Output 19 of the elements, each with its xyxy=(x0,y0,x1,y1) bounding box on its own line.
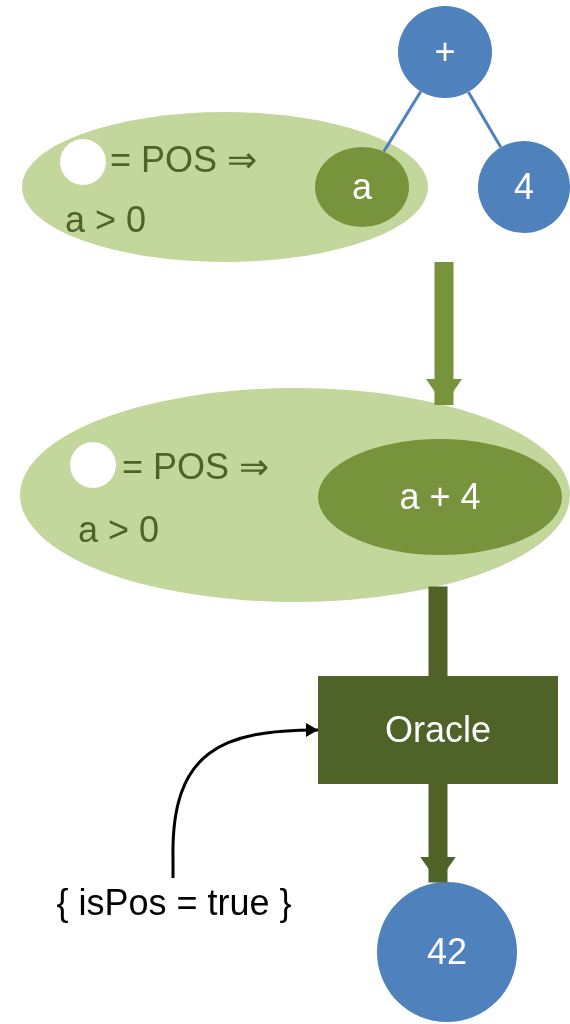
node-text: = POS ⇒ xyxy=(110,138,258,182)
oracle-box xyxy=(318,676,558,784)
arrow xyxy=(420,784,456,883)
node-text: a > 0 xyxy=(65,198,147,242)
node-text: 42 xyxy=(426,930,467,974)
node-text: a xyxy=(352,165,372,209)
node-text: a > 0 xyxy=(78,508,160,552)
connector-line xyxy=(467,91,503,149)
connector-line xyxy=(382,90,423,153)
node-text: { isPos = true } xyxy=(56,881,292,925)
node-text: + xyxy=(434,30,456,74)
connector-line xyxy=(428,586,448,676)
node-text: a + 4 xyxy=(399,475,481,519)
arrow xyxy=(171,723,319,878)
arrow xyxy=(426,262,462,406)
node-text: = POS ⇒ xyxy=(122,445,270,489)
node-text: Oracle xyxy=(385,708,491,752)
term-ellipse xyxy=(315,147,409,227)
node-text: 4 xyxy=(514,165,534,209)
